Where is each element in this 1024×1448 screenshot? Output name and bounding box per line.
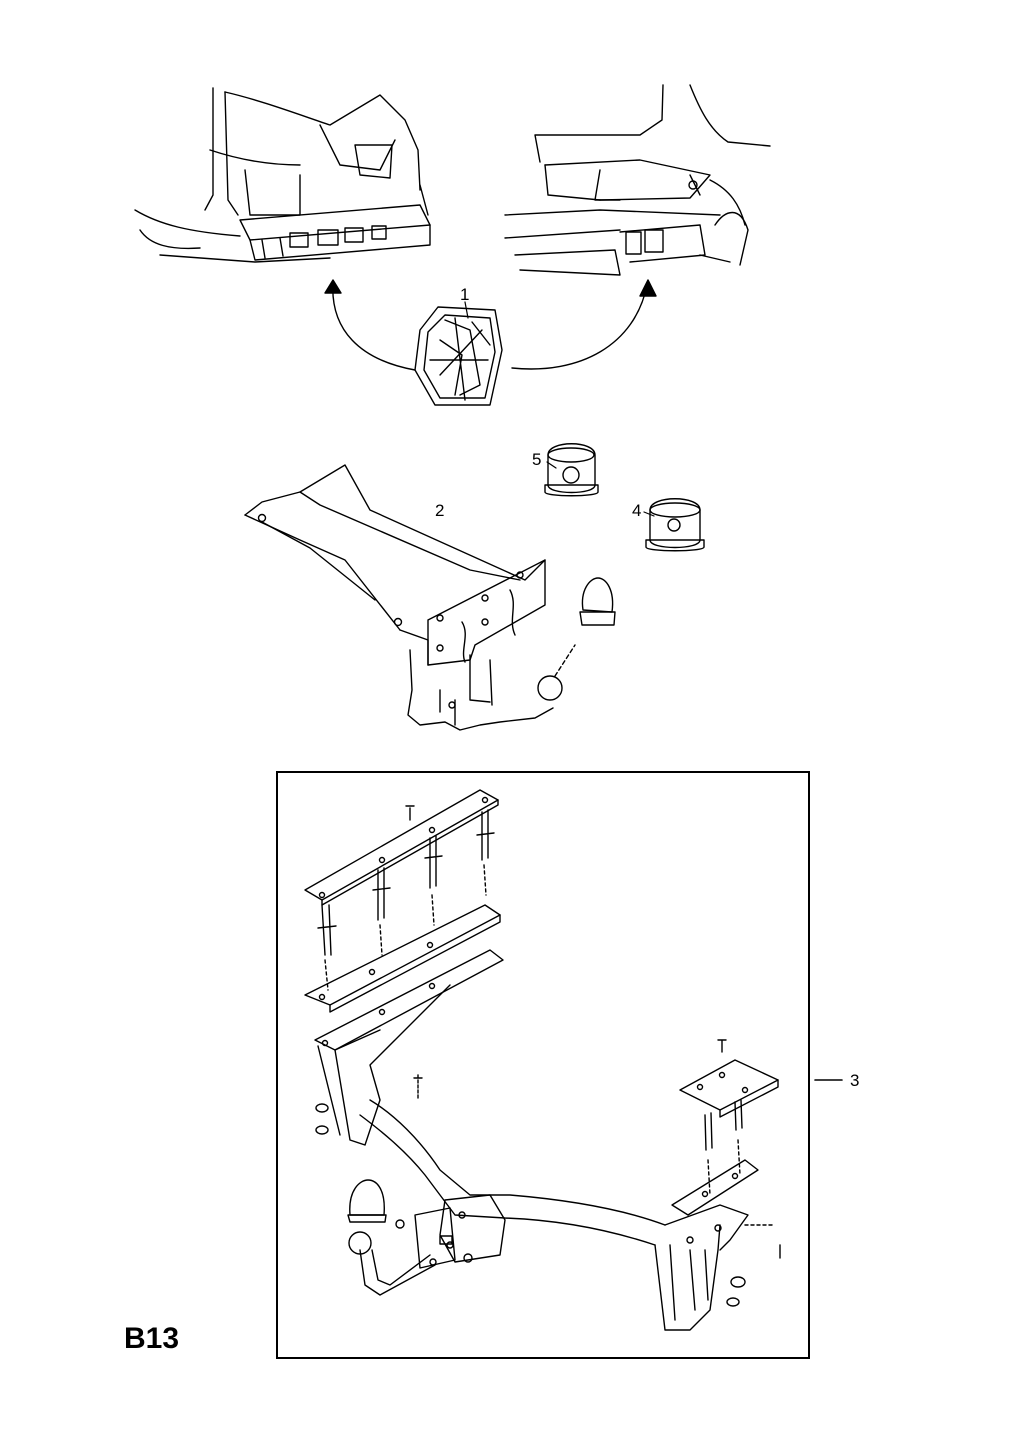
- callout-1-leader: [464, 301, 469, 319]
- callout-2: 2: [435, 501, 445, 520]
- callout-5: 5: [532, 450, 542, 469]
- part-3-exploded-assembly: [304, 789, 781, 1331]
- fitment-arrows: [324, 279, 657, 371]
- part-2-tow-bar: [244, 464, 616, 731]
- part-4-ball-cover: [645, 498, 705, 552]
- callout-4-leader: [643, 511, 655, 517]
- saloon-rear-illustration: [504, 84, 771, 276]
- callout-1: 1: [460, 285, 470, 304]
- page-code: B13: [124, 1322, 180, 1355]
- part-1-grille-insert: [414, 306, 503, 406]
- callout-3: 3: [850, 1071, 860, 1090]
- part-5-ball-cover: [544, 443, 599, 497]
- detail-frame-part-3: [276, 771, 810, 1359]
- callout-5-leader: [546, 461, 557, 469]
- hatchback-rear-illustration: [134, 87, 431, 263]
- callout-4: 4: [632, 501, 642, 520]
